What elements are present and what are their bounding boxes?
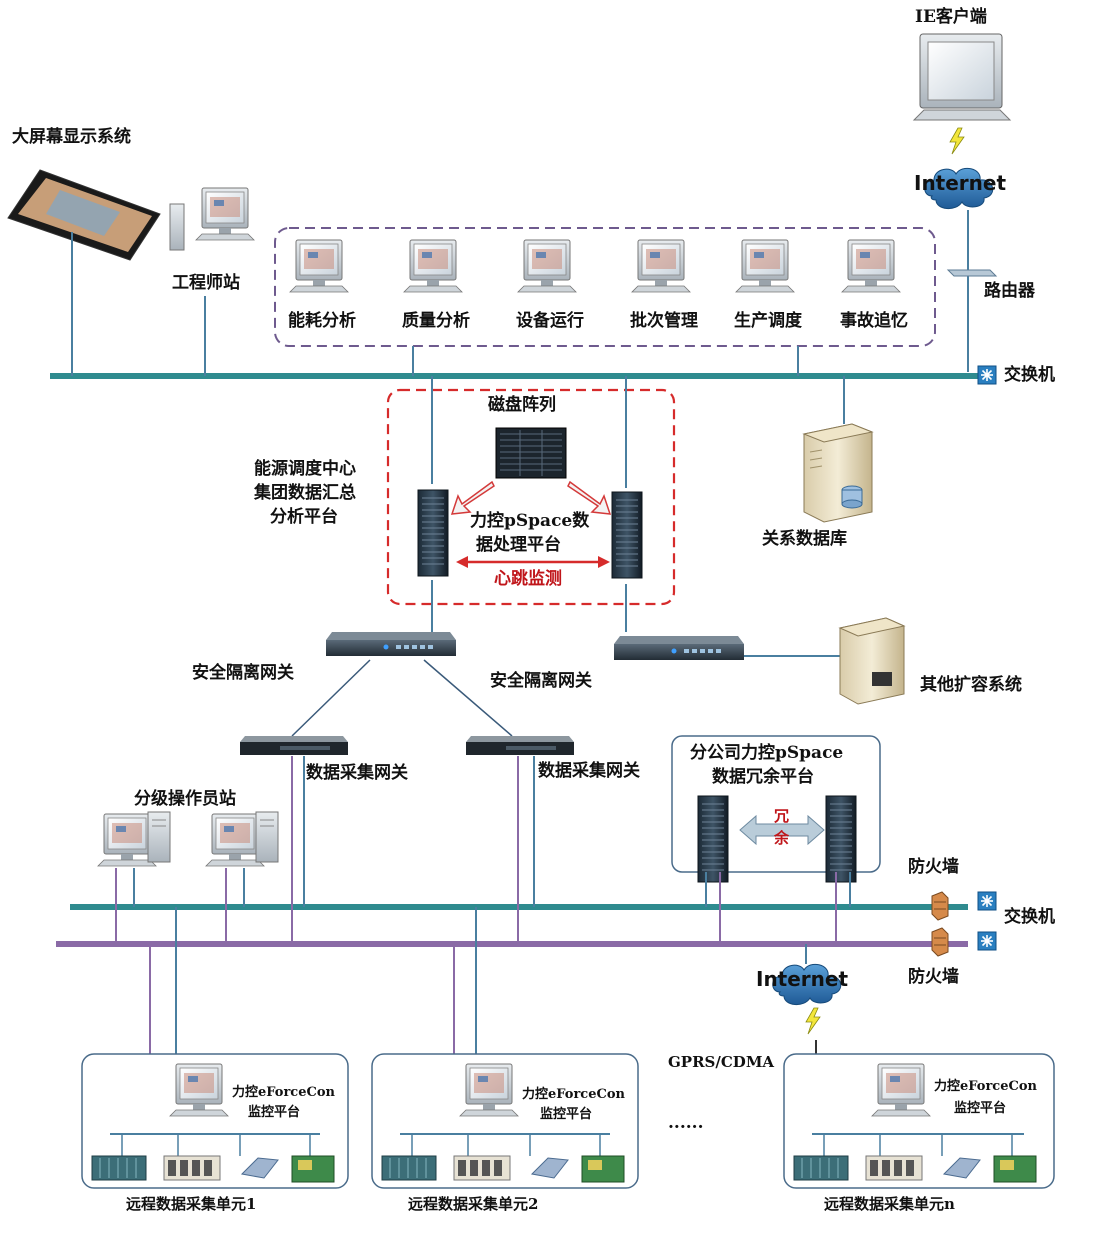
operator-stations-label: 分级操作员站 xyxy=(134,789,236,809)
operator-station-1 xyxy=(97,811,171,867)
redundant-arrow xyxy=(739,814,825,846)
other-systems-server xyxy=(838,617,906,705)
redundant-label-2: 余 xyxy=(774,829,790,847)
branch-platform-label-2: 数据冗余平台 xyxy=(712,767,814,787)
ie-client-computer xyxy=(912,33,1012,121)
router-device xyxy=(946,269,998,277)
app-label-energy: 能耗分析 xyxy=(288,311,356,331)
redundant-label-1: 冗 xyxy=(774,807,790,825)
internet-top-label: Internet xyxy=(914,171,1007,195)
other-systems-label: 其他扩容系统 xyxy=(920,675,1022,695)
router-label: 路由器 xyxy=(984,281,1035,301)
ellipsis-label: ...... xyxy=(668,1113,704,1133)
app-label-equipment: 设备运行 xyxy=(516,311,584,331)
remote-n-name-label: 远程数据采集单元n xyxy=(824,1195,955,1213)
heartbeat-label: 心跳监测 xyxy=(494,569,562,589)
remote-2-platform-label: 力控eForceCon xyxy=(522,1087,625,1102)
remote-1-name-label: 远程数据采集单元1 xyxy=(126,1195,257,1213)
heartbeat-arrow xyxy=(456,556,610,568)
big-screen-display xyxy=(7,169,161,261)
app-stations-group xyxy=(274,227,936,347)
pspace-label-2: 据处理平台 xyxy=(476,535,561,555)
branch-server-1 xyxy=(697,795,729,883)
gprs-label: GPRS/CDMA xyxy=(668,1053,775,1071)
big-screen-label: 大屏幕显示系统 xyxy=(12,127,131,147)
data-gateway-1-label: 数据采集网关 xyxy=(306,763,408,783)
remote-n-platform-label: 力控eForceCon xyxy=(934,1079,1037,1094)
switch-top-label: 交换机 xyxy=(1004,365,1055,385)
disk-link-arrows xyxy=(450,480,612,515)
operator-station-2 xyxy=(205,811,279,867)
remote-1-platform2-label: 监控平台 xyxy=(248,1105,301,1120)
disk-array-label: 磁盘阵列 xyxy=(488,395,556,415)
ie-client-label: IE客户端 xyxy=(915,7,987,27)
relational-database-server xyxy=(802,423,874,523)
remote-unit-1 xyxy=(81,1053,349,1189)
engineer-station-label: 工程师站 xyxy=(172,273,240,293)
relational-db-label: 关系数据库 xyxy=(762,529,847,549)
remote-2-platform2-label: 监控平台 xyxy=(540,1107,593,1122)
app-label-scheduling: 生产调度 xyxy=(734,311,802,331)
pspace-platform-group xyxy=(386,388,676,606)
switch-bottom-label: 交换机 xyxy=(1004,907,1055,927)
energy-center-label-3: 分析平台 xyxy=(270,507,338,527)
gateway-left-label: 安全隔离网关 xyxy=(192,663,294,683)
pspace-label-1: 力控pSpace数 xyxy=(470,511,590,531)
branch-server-2 xyxy=(825,795,857,883)
remote-2-name-label: 远程数据采集单元2 xyxy=(408,1195,539,1213)
data-gateway-2-label: 数据采集网关 xyxy=(538,761,640,781)
app-label-quality: 质量分析 xyxy=(402,311,470,331)
energy-center-label-2: 集团数据汇总 xyxy=(254,483,356,503)
internet-bottom-label: Internet xyxy=(756,967,849,991)
energy-center-label-1: 能源调度中心 xyxy=(254,459,356,479)
branch-platform-label-1: 分公司力控pSpace xyxy=(690,743,844,763)
app-label-batch: 批次管理 xyxy=(630,311,698,331)
engineer-station-computer xyxy=(169,187,255,251)
firewall-top-label: 防火墙 xyxy=(908,857,959,877)
remote-1-platform-label: 力控eForceCon xyxy=(232,1085,335,1100)
remote-unit-n xyxy=(783,1053,1055,1189)
remote-unit-2 xyxy=(371,1053,639,1189)
app-label-incident: 事故追忆 xyxy=(840,311,908,331)
gateway-right-label: 安全隔离网关 xyxy=(490,671,592,691)
remote-n-platform2-label: 监控平台 xyxy=(954,1101,1007,1116)
disk-array-device xyxy=(495,427,567,479)
firewall-bottom-label: 防火墙 xyxy=(908,967,959,987)
